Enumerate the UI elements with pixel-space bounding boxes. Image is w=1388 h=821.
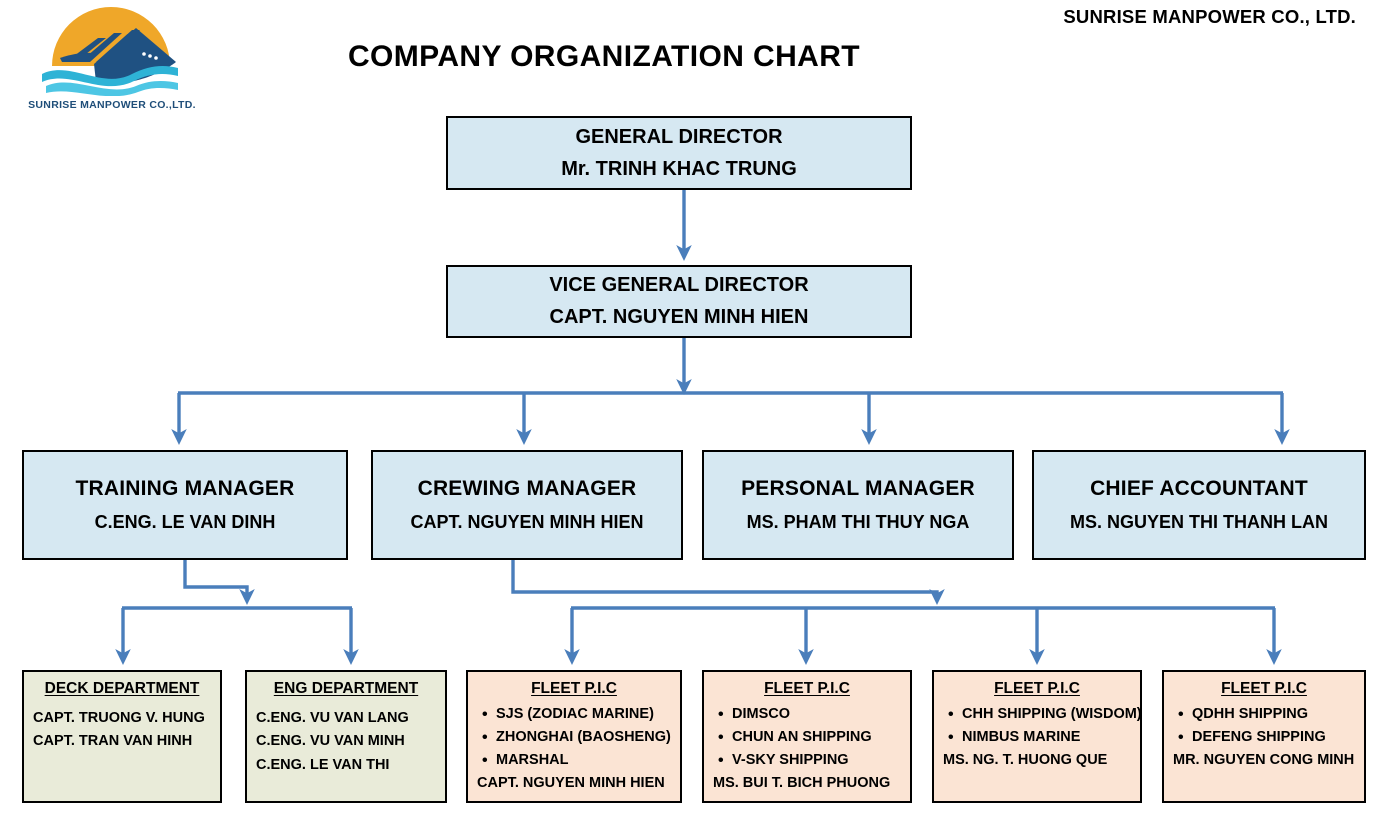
fleet-bullet: CHUN AN SHIPPING — [718, 725, 901, 750]
node-fleet-pic-4[interactable]: FLEET P.I.C QDHH SHIPPING DEFENG SHIPPIN… — [1162, 670, 1366, 803]
fleet-bullet: V-SKY SHIPPING — [718, 748, 901, 773]
department-heading: ENG DEPARTMENT — [273, 680, 419, 697]
member-line: C.ENG. VU VAN LANG — [256, 710, 409, 726]
fleet-person: MS. BUI T. BICH PHUONG — [713, 774, 891, 791]
fleet-bullet: DEFENG SHIPPING — [1178, 725, 1355, 750]
node-fleet-pic-3[interactable]: FLEET P.I.C CHH SHIPPING (WISDOM) NIMBUS… — [932, 670, 1142, 803]
fleet-bullet-list: QDHH SHIPPING DEFENG SHIPPING — [1173, 702, 1355, 750]
node-title: CHIEF ACCOUNTANT — [1090, 477, 1308, 501]
fleet-person: MS. NG. T. HUONG QUE — [943, 751, 1108, 768]
fleet-members: SJS (ZODIAC MARINE) ZHONGHAI (BAOSHENG) … — [477, 702, 671, 795]
node-fleet-pic-1[interactable]: FLEET P.I.C SJS (ZODIAC MARINE) ZHONGHAI… — [466, 670, 682, 803]
member-line: CAPT. TRUONG V. HUNG — [33, 710, 205, 726]
node-title: GENERAL DIRECTOR — [575, 125, 783, 148]
fleet-bullet: QDHH SHIPPING — [1178, 702, 1355, 727]
node-eng-department[interactable]: ENG DEPARTMENT C.ENG. VU VAN LANG C.ENG.… — [245, 670, 447, 803]
fleet-bullet: CHH SHIPPING (WISDOM) — [948, 702, 1142, 727]
node-fleet-pic-2[interactable]: FLEET P.I.C DIMSCO CHUN AN SHIPPING V-SK… — [702, 670, 912, 803]
fleet-heading: FLEET P.I.C — [994, 680, 1080, 697]
fleet-bullet-list: SJS (ZODIAC MARINE) ZHONGHAI (BAOSHENG) … — [477, 702, 671, 773]
fleet-members: CHH SHIPPING (WISDOM) NIMBUS MARINE MS. … — [943, 702, 1142, 772]
fleet-bullet-list: CHH SHIPPING (WISDOM) NIMBUS MARINE — [943, 702, 1142, 750]
ship-sun-waves-logo-icon — [42, 7, 178, 96]
node-person: MS. NGUYEN THI THANH LAN — [1070, 512, 1328, 533]
node-person: CAPT. NGUYEN MINH HIEN — [410, 512, 644, 533]
node-person: CAPT. NGUYEN MINH HIEN — [549, 306, 809, 328]
page-title: COMPANY ORGANIZATION CHART — [347, 40, 861, 73]
fleet-bullet: SJS (ZODIAC MARINE) — [482, 702, 671, 727]
fleet-members: QDHH SHIPPING DEFENG SHIPPING MR. NGUYEN… — [1173, 702, 1355, 772]
member-line: CAPT. TRAN VAN HINH — [33, 733, 193, 750]
node-deck-department[interactable]: DECK DEPARTMENT CAPT. TRUONG V. HUNG CAP… — [22, 670, 222, 803]
fleet-heading: FLEET P.I.C — [531, 680, 617, 697]
fleet-bullet: NIMBUS MARINE — [948, 725, 1131, 750]
node-chief-accountant[interactable]: CHIEF ACCOUNTANT MS. NGUYEN THI THANH LA… — [1032, 450, 1366, 560]
node-vice-general-director[interactable]: VICE GENERAL DIRECTOR CAPT. NGUYEN MINH … — [446, 265, 912, 338]
fleet-heading: FLEET P.I.C — [764, 680, 850, 697]
node-title: TRAINING MANAGER — [75, 477, 295, 501]
fleet-bullet: MARSHAL — [482, 748, 671, 773]
fleet-bullet-list: DIMSCO CHUN AN SHIPPING V-SKY SHIPPING — [713, 702, 901, 773]
fleet-members: DIMSCO CHUN AN SHIPPING V-SKY SHIPPING M… — [713, 702, 901, 795]
node-title: CREWING MANAGER — [417, 477, 637, 501]
company-logo: SUNRISE MANPOWER CO.,LTD. — [28, 4, 196, 124]
node-personal-manager[interactable]: PERSONAL MANAGER MS. PHAM THI THUY NGA — [702, 450, 1014, 560]
department-members: CAPT. TRUONG V. HUNG CAPT. TRAN VAN HINH — [33, 707, 211, 754]
fleet-bullet: DIMSCO — [718, 702, 901, 727]
department-heading: DECK DEPARTMENT — [44, 680, 200, 697]
member-line: C.ENG. LE VAN THI — [256, 756, 390, 773]
logo-caption: SUNRISE MANPOWER CO.,LTD. — [28, 99, 196, 111]
node-training-manager[interactable]: TRAINING MANAGER C.ENG. LE VAN DINH — [22, 450, 348, 560]
node-person: MS. PHAM THI THUY NGA — [746, 512, 970, 533]
fleet-bullet: ZHONGHAI (BAOSHENG) — [482, 725, 671, 750]
fleet-person: MR. NGUYEN CONG MINH — [1173, 751, 1355, 768]
node-person: C.ENG. LE VAN DINH — [94, 512, 276, 533]
node-person: Mr. TRINH KHAC TRUNG — [561, 157, 797, 180]
fleet-person: CAPT. NGUYEN MINH HIEN — [477, 774, 665, 791]
company-name: SUNRISE MANPOWER CO., LTD. — [1063, 6, 1356, 27]
node-title: VICE GENERAL DIRECTOR — [549, 274, 809, 296]
fleet-heading: FLEET P.I.C — [1221, 680, 1307, 697]
department-members: C.ENG. VU VAN LANG C.ENG. VU VAN MINH C.… — [256, 707, 436, 777]
member-line: C.ENG. VU VAN MINH — [256, 733, 405, 750]
node-crewing-manager[interactable]: CREWING MANAGER CAPT. NGUYEN MINH HIEN — [371, 450, 683, 560]
node-title: PERSONAL MANAGER — [741, 477, 975, 501]
node-general-director[interactable]: GENERAL DIRECTOR Mr. TRINH KHAC TRUNG — [446, 116, 912, 190]
